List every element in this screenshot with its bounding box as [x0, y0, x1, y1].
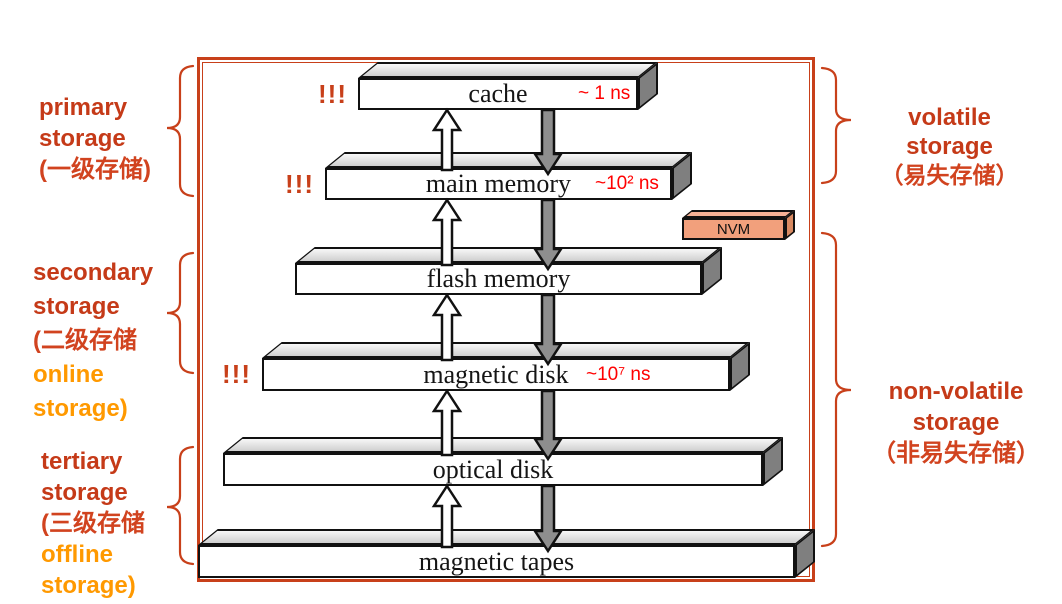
secondary-label-line2: storage — [33, 293, 120, 320]
tertiary-label-line1: tertiary — [41, 448, 123, 475]
box-top-face — [223, 437, 783, 453]
cache-box: cache ~ 1 ns — [358, 61, 658, 110]
box-front-face: flash memory — [295, 263, 702, 295]
box-front-face: cache ~ 1 ns — [358, 78, 638, 110]
magnetic-tapes-label: magnetic tapes — [418, 546, 575, 576]
non-volatile-label-line2: storage — [912, 409, 1000, 436]
magnetic-disk-box: magnetic disk ~10⁷ ns — [262, 341, 750, 391]
secondary-label-line1: secondary — [33, 259, 154, 286]
flash-memory-box: flash memory — [295, 246, 722, 295]
primary-label-line2: storage — [39, 125, 126, 152]
main-memory-access-time: ~10² ns — [595, 173, 659, 194]
primary-storage-brace — [166, 64, 195, 198]
secondary-label-line5: storage) — [33, 395, 128, 422]
secondary-storage-label: secondary storage (二级存储 online storage) — [33, 256, 153, 426]
cache-access-time: ~ 1 ns — [578, 83, 631, 104]
volatile-label-line3: （易失存储） — [880, 162, 1019, 188]
volatile-storage-label: volatile storage （易失存储） — [862, 103, 1037, 190]
main-memory-emphasis-marker: !!! — [285, 169, 314, 199]
box-top-face — [325, 152, 692, 168]
non-volatile-label-line1: non-volatile — [888, 378, 1024, 405]
primary-label-line3: (一级存储) — [39, 156, 151, 183]
tertiary-storage-label: tertiary storage (三级存储 offline storage) — [41, 446, 145, 601]
box-front-face: magnetic disk ~10⁷ ns — [262, 358, 730, 391]
tertiary-label-line5: storage) — [41, 572, 136, 599]
tertiary-storage-brace — [166, 445, 195, 566]
box-top-face — [682, 210, 795, 218]
main-memory-label: main memory — [425, 169, 572, 198]
cache-label: cache — [468, 79, 528, 108]
non-volatile-label-line3: （非易失存储） — [872, 440, 1040, 467]
flash-memory-label: flash memory — [426, 264, 571, 293]
box-top-face — [262, 342, 750, 358]
magnetic-tapes-box: magnetic tapes — [198, 528, 815, 578]
nvm-box: NVM — [682, 209, 795, 240]
box-front-face: magnetic tapes — [198, 545, 795, 578]
secondary-storage-brace — [166, 251, 195, 375]
optical-disk-box: optical disk — [223, 436, 783, 486]
box-top-face — [295, 247, 722, 263]
cache-emphasis-marker: !!! — [318, 79, 347, 109]
magnetic-disk-emphasis-marker: !!! — [222, 359, 251, 389]
secondary-label-line3: (二级存储 — [33, 327, 137, 354]
primary-storage-label: primary storage (一级存储) — [39, 92, 151, 185]
box-top-face — [198, 529, 815, 545]
magnetic-disk-label: magnetic disk — [423, 359, 569, 389]
box-front-face: optical disk — [223, 453, 763, 486]
non-volatile-storage-brace — [820, 231, 852, 548]
volatile-storage-brace — [820, 66, 852, 185]
tertiary-label-line2: storage — [41, 479, 128, 506]
volatile-label-line1: volatile — [908, 104, 991, 131]
volatile-label-line2: storage — [906, 133, 993, 160]
tertiary-label-line3: (三级存储 — [41, 510, 145, 537]
box-front-face: main memory ~10² ns — [325, 168, 672, 200]
optical-disk-label: optical disk — [432, 454, 554, 484]
main-memory-box: main memory ~10² ns — [325, 151, 692, 200]
non-volatile-storage-label: non-volatile storage （非易失存储） — [856, 376, 1056, 469]
secondary-label-line4: online — [33, 361, 104, 388]
diagram-frame-inner-border — [202, 62, 810, 577]
tertiary-label-line4: offline — [41, 541, 113, 568]
box-front-face: NVM — [682, 218, 785, 240]
box-top-face — [358, 62, 658, 78]
nvm-label: NVM — [716, 220, 751, 238]
magnetic-disk-access-time: ~10⁷ ns — [586, 363, 651, 385]
primary-label-line1: primary — [39, 94, 128, 121]
diagram-frame — [197, 57, 815, 582]
